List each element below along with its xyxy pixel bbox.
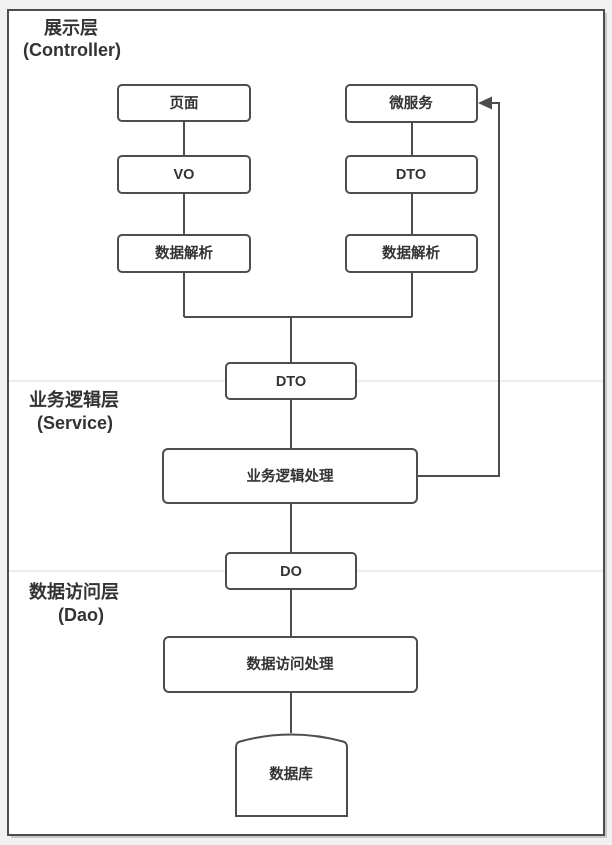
layer-label-service: 业务逻辑层 (Service) bbox=[29, 389, 119, 433]
node-microservice-box bbox=[345, 84, 478, 123]
node-dto-center-box bbox=[225, 362, 357, 400]
node-dto-right-label: DTO bbox=[396, 167, 426, 183]
diagram-frame bbox=[7, 9, 605, 836]
node-microservice-label: 微服务 bbox=[388, 94, 433, 112]
database-icon bbox=[235, 733, 348, 817]
layer-subtitle-service: (Service) bbox=[37, 413, 113, 433]
connector-feedback bbox=[417, 96, 500, 477]
feedback-arrowhead-icon bbox=[478, 96, 492, 110]
node-dto-center: DTO bbox=[225, 362, 357, 400]
node-page-box bbox=[117, 84, 251, 122]
layer-title-service: 业务逻辑层 bbox=[29, 389, 119, 410]
layer-title-dao: 数据访问层 bbox=[29, 581, 119, 602]
node-parse-right-label: 数据解析 bbox=[382, 244, 440, 262]
node-parse-right: 数据解析 bbox=[345, 234, 478, 273]
node-do-label: DO bbox=[280, 564, 302, 580]
node-dto-right: DTO bbox=[345, 155, 478, 194]
node-vo: VO bbox=[117, 155, 251, 194]
node-database: 数据库 bbox=[235, 733, 348, 817]
layer-subtitle-controller: (Controller) bbox=[23, 40, 121, 60]
node-dao-logic-box bbox=[163, 636, 418, 693]
layer-label-controller: 展示层 (Controller) bbox=[23, 18, 121, 60]
node-dto-right-box bbox=[345, 155, 478, 194]
node-database-label: 数据库 bbox=[269, 765, 313, 783]
node-dao-logic-label: 数据访问处理 bbox=[247, 655, 334, 673]
layer-subtitle-dao: (Dao) bbox=[58, 605, 104, 625]
feedback-line bbox=[417, 102, 500, 477]
node-parse-left: 数据解析 bbox=[117, 234, 251, 273]
node-parse-left-box bbox=[117, 234, 251, 273]
node-vo-box bbox=[117, 155, 251, 194]
node-page: 页面 bbox=[117, 84, 251, 122]
node-do-box bbox=[225, 552, 357, 590]
node-service-logic: 业务逻辑处理 bbox=[162, 448, 418, 504]
connector-merge bbox=[184, 316, 412, 363]
node-service-logic-box bbox=[162, 448, 418, 504]
node-parse-left-label: 数据解析 bbox=[155, 244, 213, 262]
layer-title-controller: 展示层 bbox=[44, 18, 98, 38]
layer-label-dao: 数据访问层 (Dao) bbox=[29, 581, 119, 625]
node-service-logic-label: 业务逻辑处理 bbox=[247, 467, 334, 485]
node-parse-right-box bbox=[345, 234, 478, 273]
node-microservice: 微服务 bbox=[345, 84, 478, 123]
node-page-label: 页面 bbox=[170, 95, 199, 112]
node-do: DO bbox=[225, 552, 357, 590]
node-vo-label: VO bbox=[174, 167, 195, 183]
node-dto-center-label: DTO bbox=[276, 374, 306, 390]
node-dao-logic: 数据访问处理 bbox=[163, 636, 418, 693]
